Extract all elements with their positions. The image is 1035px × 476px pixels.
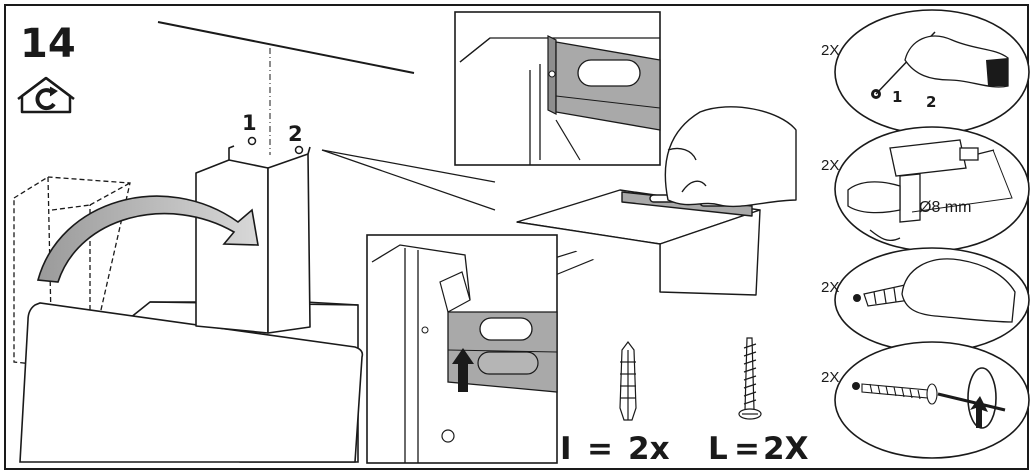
plug-part-letter: I — [560, 431, 572, 467]
screw-part-count: 2X — [763, 431, 809, 467]
screw-part-letter: L — [708, 431, 728, 467]
hole-label-1: 1 — [242, 111, 257, 135]
screw-insert-icon — [861, 383, 938, 405]
drill-size-label: Ø8 mm — [919, 199, 971, 216]
step-number: 14 — [20, 21, 76, 67]
mark-label-2: 2 — [926, 93, 936, 111]
step-3-quantity: 2X — [821, 279, 839, 296]
page-border — [4, 4, 1029, 470]
move-curved-arrow-icon — [36, 195, 259, 283]
detail-box-top — [454, 11, 661, 166]
plug-part-equals: = — [587, 431, 613, 467]
house-recycle-icon — [17, 76, 75, 114]
ceiling-line — [157, 21, 415, 74]
hand-bracket-illustration — [516, 106, 797, 296]
hole-marker-2 — [294, 145, 304, 155]
screw-part-equals: = — [734, 431, 760, 467]
detail-box-bottom — [366, 234, 558, 464]
step-fasten-screws — [834, 341, 1030, 459]
step-insert-plugs — [834, 247, 1030, 353]
step-drill-holes: Ø8 mm — [834, 126, 1030, 252]
chimney-cover — [195, 145, 311, 334]
drill-icon — [847, 139, 995, 242]
step-4-quantity: 2X — [821, 369, 839, 386]
screw-illustration — [738, 337, 762, 420]
step-mark-holes: 1 2 — [834, 9, 1030, 135]
hole-marker-1 — [247, 136, 257, 146]
hood-body — [19, 301, 364, 463]
up-arrow-icon — [452, 348, 474, 392]
wall-plug-illustration — [619, 341, 637, 421]
hole-label-2: 2 — [288, 122, 303, 146]
rotate-arrow-icon — [970, 396, 988, 428]
hand-icon — [901, 258, 1016, 323]
step-2-quantity: 2X — [821, 157, 839, 174]
mark-label-1: 1 — [892, 88, 902, 106]
step-1-quantity: 2X — [821, 42, 839, 59]
plug-part-count: 2x — [628, 431, 670, 467]
